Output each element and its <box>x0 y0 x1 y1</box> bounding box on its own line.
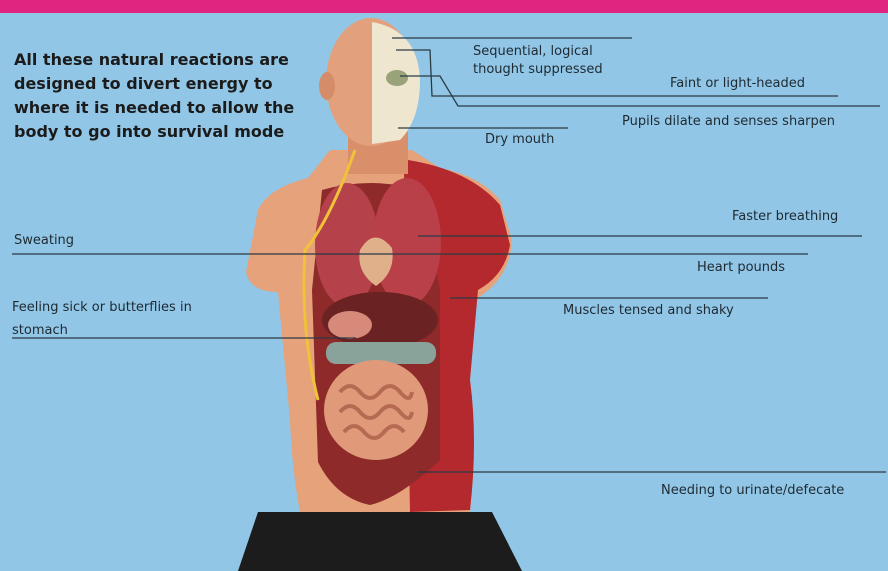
label-faster-breathing: Faster breathing <box>732 208 838 226</box>
model-stand <box>238 512 522 571</box>
label-dry-mouth: Dry mouth <box>485 131 554 149</box>
label-muscles: Muscles tensed and shaky <box>563 302 734 320</box>
label-sweating: Sweating <box>14 232 74 250</box>
label-heart: Heart pounds <box>697 259 785 277</box>
label-pupils: Pupils dilate and senses sharpen <box>622 113 835 131</box>
label-sequential-thought: Sequential, logical thought suppressed <box>473 43 633 79</box>
stomach <box>328 311 372 339</box>
intro-text: All these natural reactions are designed… <box>14 48 314 144</box>
ear <box>319 72 335 100</box>
leader-pupils <box>400 76 880 106</box>
eye-socket <box>386 70 408 86</box>
label-feeling-sick: Feeling sick or butterflies in stomach <box>12 296 202 342</box>
label-faint: Faint or light-headed <box>670 75 805 93</box>
label-urinate: Needing to urinate/defecate <box>661 482 844 500</box>
